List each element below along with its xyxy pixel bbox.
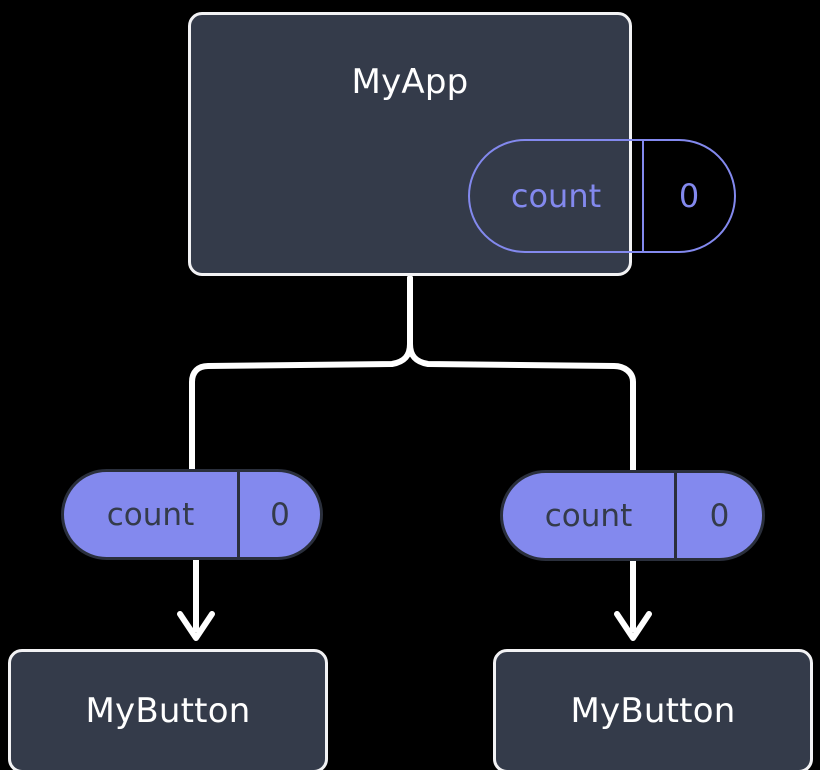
state-value-label: 0 [674,473,762,558]
state-value-label: 0 [237,472,320,557]
arrowhead-right [614,611,652,641]
edge-root-to-right-state [407,275,636,473]
arrowhead-left [177,611,215,641]
edge-root-to-left-state [189,275,413,473]
state-key-label: count [106,496,195,533]
state-key-label: count [510,177,602,215]
state-pill-right[interactable]: count 0 [500,470,765,561]
component-box-myapp[interactable]: MyApp count 0 [188,12,736,276]
component-box-mybutton-right[interactable]: MyButton [493,649,813,770]
state-key-label: count [544,497,633,534]
component-label-myapp: MyApp [351,62,469,102]
state-value-label: 0 [642,141,734,251]
component-label-mybutton: MyButton [570,691,736,731]
component-label-mybutton: MyButton [85,691,251,731]
component-box-mybutton-left[interactable]: MyButton [8,649,328,770]
state-pill-left[interactable]: count 0 [61,469,323,560]
state-pill-myapp[interactable]: count 0 [468,139,736,253]
